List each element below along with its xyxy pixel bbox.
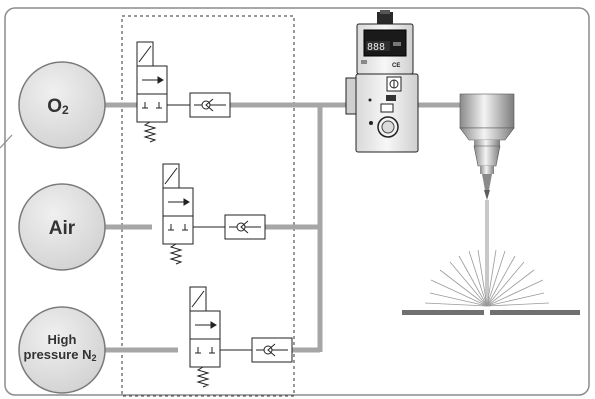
- outer-frame: [4, 7, 590, 396]
- solenoid-valve-o2: [136, 41, 168, 143]
- source-n2-line1: High: [48, 332, 77, 347]
- workpiece: [402, 249, 580, 315]
- solenoid-valve-n2: [189, 286, 221, 388]
- solenoid-valve-air: [162, 163, 194, 265]
- check-valve-o2: [189, 92, 231, 118]
- source-n2: High pressure N2: [18, 306, 106, 394]
- source-n2-label: pressure N: [24, 347, 92, 362]
- source-o2-label: O: [47, 96, 62, 117]
- regulator-display: 888: [367, 42, 385, 53]
- source-air-label: Air: [49, 218, 76, 239]
- svg-text:pressure N2: pressure N2: [24, 347, 97, 363]
- regulator-ce-mark: CE: [392, 63, 400, 69]
- frame-notch: [0, 134, 13, 149]
- laser-nozzle: [459, 93, 515, 306]
- sparks: [424, 249, 550, 307]
- valve-unit-box: [121, 15, 295, 397]
- source-o2: O2: [18, 61, 106, 149]
- check-valve-n2: [251, 337, 293, 363]
- source-o2-sub: 2: [62, 103, 69, 117]
- pressure-regulator: 888 CE: [345, 10, 419, 153]
- gas-pipes: [105, 102, 462, 353]
- source-n2-sub: 2: [91, 353, 96, 363]
- check-valve-air: [224, 214, 266, 240]
- source-air: Air: [18, 183, 106, 271]
- svg-text:O2: O2: [47, 96, 69, 117]
